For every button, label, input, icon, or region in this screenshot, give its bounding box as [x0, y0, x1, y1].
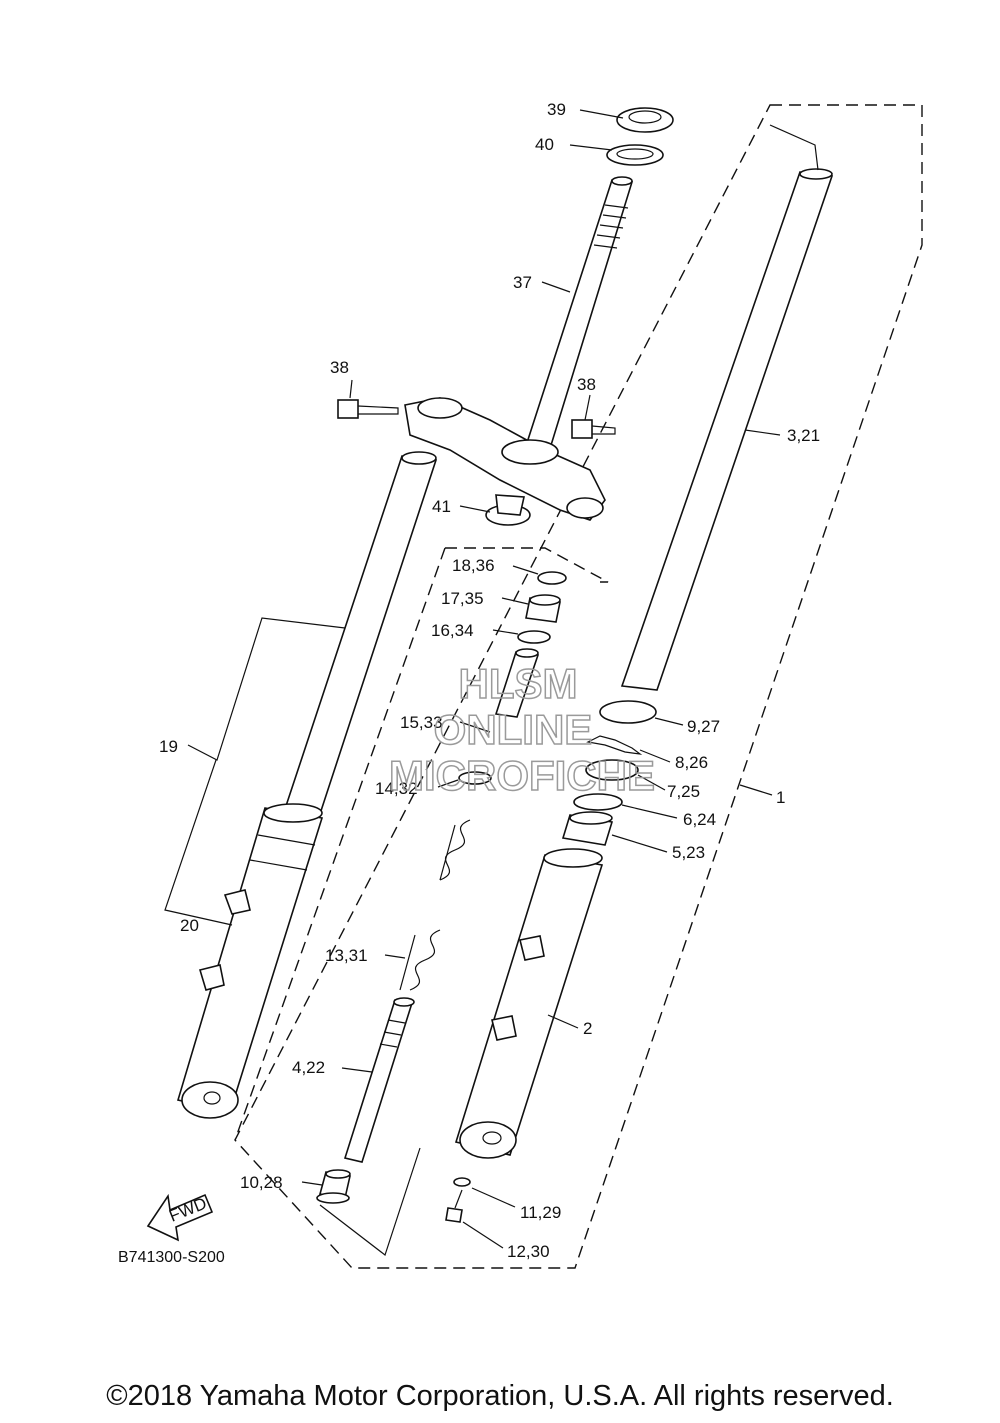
callout-8-26: 8,26: [675, 753, 708, 772]
watermark-line-3: MICROFICHE: [389, 752, 655, 799]
oil-seal: [585, 759, 639, 781]
cap: [537, 571, 567, 585]
callout-15-33: 15,33: [400, 713, 443, 732]
callout-14-32: 14,32: [375, 779, 418, 798]
callout-7-25: 7,25: [667, 782, 700, 801]
bolt-right: [571, 419, 616, 439]
washer: [573, 793, 623, 811]
callout-10-28: 10,28: [240, 1173, 283, 1192]
callout-38-left: 38: [330, 358, 349, 377]
callout-12-30: 12,30: [507, 1242, 550, 1261]
spring-seat: [458, 771, 492, 785]
callout-labels: 39 40 37 38 38 3,21 41 18,36 17,35 16,34…: [159, 100, 820, 1261]
callout-39: 39: [547, 100, 566, 119]
assembly-outline-inner: [445, 547, 609, 583]
callout-17-35: 17,35: [441, 589, 484, 608]
callout-37: 37: [513, 273, 532, 292]
callout-20: 20: [180, 916, 199, 935]
dust-seal: [599, 700, 657, 724]
cap-bolt: [485, 494, 531, 526]
spacer: [494, 648, 540, 718]
damper-rod: [343, 997, 415, 1163]
callout-19: 19: [159, 737, 178, 756]
callout-18-36: 18,36: [452, 556, 495, 575]
callout-16-34: 16,34: [431, 621, 474, 640]
callout-11-29: 11,29: [520, 1203, 561, 1222]
callout-6-24: 6,24: [683, 810, 716, 829]
oil-lock-piece: [316, 1169, 351, 1204]
watermark-line-2: ONLINE: [434, 706, 593, 753]
o-ring: [517, 630, 551, 644]
copyright-notice: ©2018 Yamaha Motor Corporation, U.S.A. A…: [106, 1380, 894, 1412]
under-bracket: [404, 397, 606, 521]
watermark-line-1: HLSM: [459, 660, 578, 707]
callout-13-31: 13,31: [325, 946, 368, 965]
fwd-arrow: FWD: [146, 1194, 214, 1242]
assembly-outline-lower: [234, 547, 446, 1141]
gasket: [453, 1177, 471, 1187]
callout-3-21: 3,21: [787, 426, 820, 445]
cap-bolt-inner: [525, 594, 561, 623]
callout-1: 1: [776, 788, 785, 807]
left-fork-leg: [176, 451, 438, 1119]
bolt-left: [337, 399, 399, 419]
callout-38-right: 38: [577, 375, 596, 394]
clip: [586, 735, 643, 755]
fork-spring: [399, 819, 471, 991]
callout-41: 41: [432, 497, 451, 516]
callout-5-23: 5,23: [672, 843, 705, 862]
outer-tube-right: [620, 124, 834, 691]
steering-stem: [522, 176, 634, 456]
watermark: HLSM ONLINE MICROFICHE: [388, 659, 656, 800]
leader-lines: [164, 109, 781, 1256]
slide-metal: [561, 811, 614, 846]
callout-9-27: 9,27: [687, 717, 720, 736]
callout-2: 2: [583, 1019, 592, 1038]
bearing: [606, 144, 664, 166]
callout-4-22: 4,22: [292, 1058, 325, 1077]
diagram-code: B741300-S200: [118, 1249, 225, 1266]
right-outer-tube-lower: [454, 848, 604, 1159]
callout-40: 40: [535, 135, 554, 154]
bottom-bolt: [445, 1189, 463, 1223]
